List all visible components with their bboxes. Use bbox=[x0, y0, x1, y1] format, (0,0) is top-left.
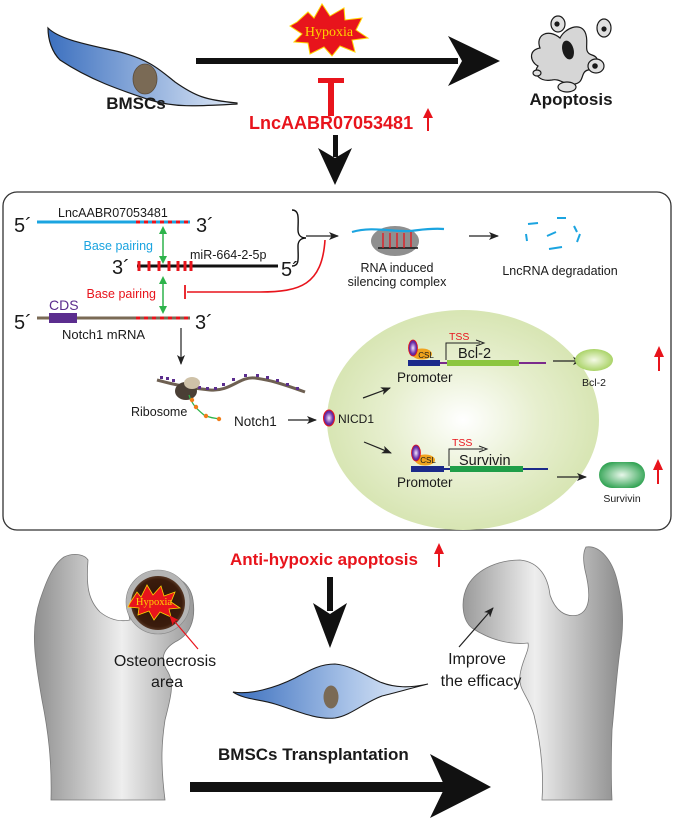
hypoxia-label: Hypoxia bbox=[305, 25, 354, 40]
svg-text:3´: 3´ bbox=[112, 257, 130, 279]
femur-left-icon: Hypoxia bbox=[34, 554, 199, 801]
promoter-label: Promoter bbox=[397, 370, 453, 385]
hypoxia-label-bone: Hypoxia bbox=[136, 597, 173, 608]
improve-label-1: Improve bbox=[448, 651, 506, 668]
nicd1-label: NICD1 bbox=[338, 412, 374, 426]
notch1-mrna-strand: 5´ CDS 3´ Notch1 mRNA bbox=[14, 297, 213, 342]
degradation-label: LncRNA degradation bbox=[502, 264, 617, 278]
survivin-protein-label: Survivin bbox=[603, 493, 641, 505]
notch1-mrna-label: Notch1 mRNA bbox=[62, 327, 145, 342]
necrosis-label-1: Osteonecrosis bbox=[114, 653, 216, 670]
lncrna-strand: 5´ 3´ LncAABR07053481 bbox=[14, 206, 214, 237]
base-pairing-label-bottom: Base pairing bbox=[87, 287, 157, 301]
transplant-label: BMSCs Transplantation bbox=[218, 745, 409, 764]
base-pairing-arrow-bottom: Base pairing bbox=[87, 276, 167, 314]
apoptosis-arrow bbox=[196, 36, 500, 86]
femur-right-icon bbox=[458, 546, 623, 801]
ribosome-label: Ribosome bbox=[131, 405, 187, 419]
bmsc-cell-bottom-icon bbox=[232, 663, 429, 719]
survivin-gene-label: Survivin bbox=[459, 453, 511, 469]
promoter-label: Promoter bbox=[397, 475, 453, 490]
down-arrow-top bbox=[318, 135, 352, 185]
svg-text:3´: 3´ bbox=[195, 312, 213, 334]
improve-label-2: the efficacy bbox=[441, 673, 522, 690]
mechanism-panel bbox=[2, 191, 672, 531]
to-survivin-promoter-arrow bbox=[363, 441, 392, 454]
svg-text:5´: 5´ bbox=[14, 312, 32, 334]
svg-text:CSL: CSL bbox=[420, 456, 436, 465]
base-pairing-arrow-top: Base pairing bbox=[84, 226, 167, 264]
necrosis-label-2: area bbox=[151, 674, 183, 691]
to-bcl2-promoter-arrow bbox=[362, 387, 391, 399]
bcl2-protein-icon bbox=[575, 349, 613, 371]
bmsc-cell-icon bbox=[47, 26, 238, 107]
up-arrow-icon bbox=[423, 108, 433, 131]
inhibition-curve bbox=[184, 239, 326, 299]
transplant-arrow bbox=[190, 754, 491, 818]
apoptosis-label: Apoptosis bbox=[529, 90, 612, 109]
inhibit-bar-icon bbox=[318, 78, 344, 116]
survivin-protein-icon bbox=[599, 462, 645, 488]
effect-up-arrow-icon bbox=[434, 543, 444, 567]
risc-label-2: silencing complex bbox=[348, 275, 447, 289]
brace-icon bbox=[291, 209, 307, 267]
nicd1-icon bbox=[323, 409, 335, 427]
effect-label: Anti-hypoxic apoptosis bbox=[230, 550, 418, 569]
ribosome-icon bbox=[156, 374, 306, 422]
down-arrow-bottom bbox=[313, 577, 347, 648]
lncrna-fragments-icon bbox=[525, 217, 581, 250]
hypoxia-burst-icon: Hypoxia bbox=[289, 3, 370, 57]
survivin-up-arrow-icon bbox=[653, 459, 663, 484]
risc-label-1: RNA induced bbox=[361, 261, 434, 275]
bcl2-gene-construct: CSL TSS Bcl-2 Promoter bbox=[397, 331, 546, 385]
survivin-gene-construct: CSL TSS Survivin Promoter bbox=[397, 437, 548, 490]
risc-complex-icon bbox=[351, 226, 445, 256]
svg-text:TSS: TSS bbox=[449, 331, 469, 343]
svg-text:5´: 5´ bbox=[281, 259, 299, 281]
svg-text:TSS: TSS bbox=[452, 437, 472, 449]
regulator-label: LncAABR07053481 bbox=[249, 113, 413, 133]
cds-label: CDS bbox=[49, 297, 79, 313]
apoptotic-cell-icon bbox=[530, 15, 612, 93]
bcl2-protein-label: Bcl-2 bbox=[582, 377, 606, 389]
notch1-label: Notch1 bbox=[234, 414, 277, 429]
svg-text:5´: 5´ bbox=[14, 215, 32, 237]
svg-text:3´: 3´ bbox=[196, 215, 214, 237]
nucleus bbox=[327, 310, 599, 530]
bcl2-gene-label: Bcl-2 bbox=[458, 346, 491, 362]
mirna-strand: 3´ 5´ miR-664-2-5p bbox=[112, 248, 299, 281]
lncrna-label: LncAABR07053481 bbox=[58, 206, 168, 220]
bcl2-up-arrow-icon bbox=[654, 346, 664, 371]
mirna-label: miR-664-2-5p bbox=[190, 248, 266, 262]
bmsc-label: BMSCs bbox=[106, 94, 166, 113]
base-pairing-label-top: Base pairing bbox=[84, 239, 154, 253]
svg-text:CSL: CSL bbox=[418, 351, 434, 360]
